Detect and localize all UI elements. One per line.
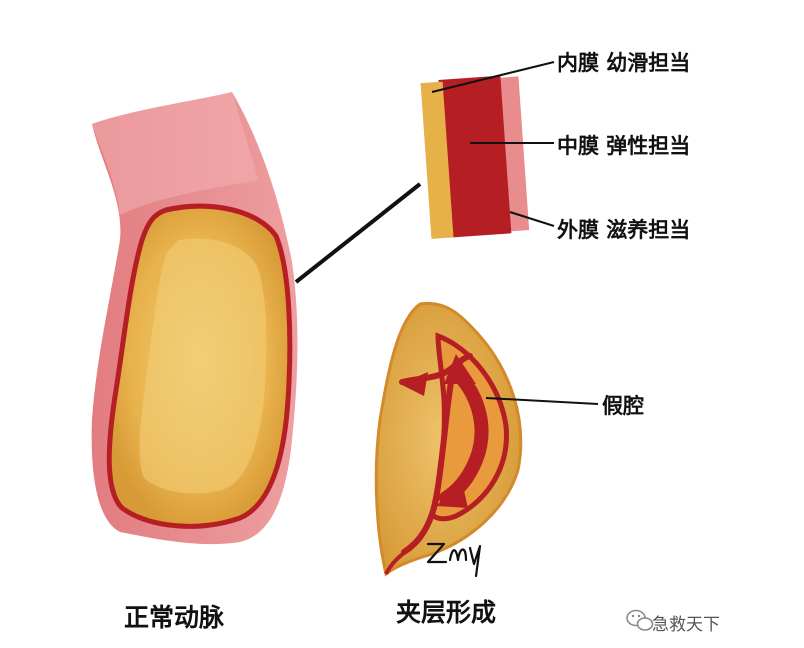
adventitia-leader-line [509, 211, 555, 227]
flow-arrow-head-top [444, 354, 476, 384]
flow-arrow-left [400, 372, 428, 396]
normal-artery-caption: 正常动脉 [124, 603, 225, 632]
intima-label: 内膜 幼滑担当 [557, 51, 691, 75]
artist-signature [426, 542, 482, 578]
dissection-artery [374, 301, 523, 577]
normal-artery [91, 92, 298, 545]
watermark-text: 急救天下 [652, 615, 720, 635]
intima-leader-line [431, 61, 555, 93]
wechat-icon [626, 609, 654, 631]
artery-wall-shade [92, 92, 258, 215]
intima-layer [420, 81, 454, 239]
flow-arrow-head-bottom [436, 482, 468, 508]
artery-lumen-highlight [139, 238, 267, 494]
false-lumen-leader-line [485, 397, 599, 405]
wall-layers-detail [420, 75, 530, 239]
adventitia-label: 外膜 滋养担当 [557, 218, 691, 242]
false-lumen-label: 假腔 [602, 394, 644, 418]
dissection-outer-edge [384, 546, 412, 575]
wall-connector-line [294, 182, 422, 284]
dissection-caption: 夹层形成 [396, 598, 497, 627]
media-label: 中膜 弹性担当 [557, 134, 691, 158]
media-layer [438, 75, 512, 238]
